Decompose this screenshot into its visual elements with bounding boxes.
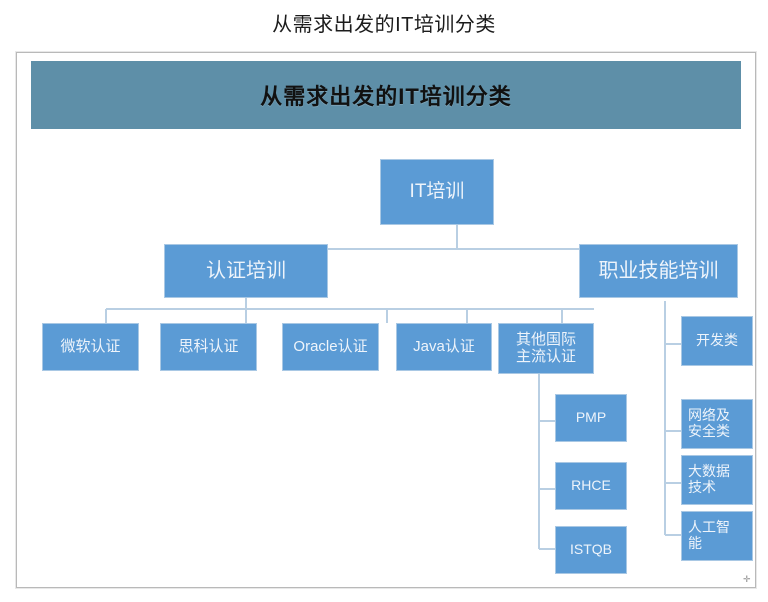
node-root-it-training[interactable]: IT培训 <box>380 159 494 225</box>
node-oracle-certification[interactable]: Oracle认证 <box>282 323 379 371</box>
node-other-international-certifications[interactable]: 其他国际 主流认证 <box>498 323 594 374</box>
node-artificial-intelligence[interactable]: 人工智 能 <box>681 511 753 561</box>
connector-lines <box>105 224 724 550</box>
node-vocational-skills-training[interactable]: 职业技能培训 <box>579 244 738 298</box>
node-label: 开发类 <box>696 332 738 349</box>
node-label-line2: 安全类 <box>688 423 730 439</box>
node-label: Oracle认证 <box>293 337 368 355</box>
node-label-line1: 网络及 <box>688 407 730 424</box>
slide-inner: 从需求出发的IT培训分类 <box>17 53 755 587</box>
slide-frame: 从需求出发的IT培训分类 <box>16 52 756 588</box>
node-label: IT培训 <box>409 181 465 203</box>
node-label-line2: 技术 <box>688 479 716 495</box>
diagram-canvas: IT培训 认证培训 职业技能培训 微软认证 思科认证 Oracle认证 <box>17 53 755 587</box>
node-label: 职业技能培训 <box>598 259 719 282</box>
node-label: PMP <box>575 409 607 426</box>
node-label: 认证培训 <box>206 259 286 282</box>
node-rhce[interactable]: RHCE <box>555 462 627 510</box>
node-network-security-category[interactable]: 网络及 安全类 <box>681 399 753 449</box>
corner-marker: ✛ <box>743 574 751 584</box>
node-label: Java认证 <box>413 337 475 355</box>
node-pmp[interactable]: PMP <box>555 394 627 442</box>
node-microsoft-certification[interactable]: 微软认证 <box>42 323 139 371</box>
node-certification-training[interactable]: 认证培训 <box>164 244 328 298</box>
node-label-line2: 主流认证 <box>515 347 576 365</box>
slide-title: 从需求出发的IT培训分类 <box>260 84 512 109</box>
node-istqb[interactable]: ISTQB <box>555 526 627 574</box>
node-label-line2: 能 <box>688 535 702 551</box>
node-label-line1: 大数据 <box>688 463 730 480</box>
slide-header-band: 从需求出发的IT培训分类 <box>31 61 741 129</box>
page-title: 从需求出发的IT培训分类 <box>272 14 496 36</box>
node-label: 微软认证 <box>60 337 121 355</box>
node-label: ISTQB <box>569 541 612 558</box>
node-development-category[interactable]: 开发类 <box>681 316 753 366</box>
node-label-line1: 其他国际 <box>515 330 576 348</box>
node-label: 思科认证 <box>178 337 239 355</box>
node-label: RHCE <box>571 477 611 494</box>
node-label-line1: 人工智 <box>688 519 730 536</box>
node-java-certification[interactable]: Java认证 <box>396 323 492 371</box>
node-big-data-technology[interactable]: 大数据 技术 <box>681 455 753 505</box>
node-cisco-certification[interactable]: 思科认证 <box>160 323 257 371</box>
